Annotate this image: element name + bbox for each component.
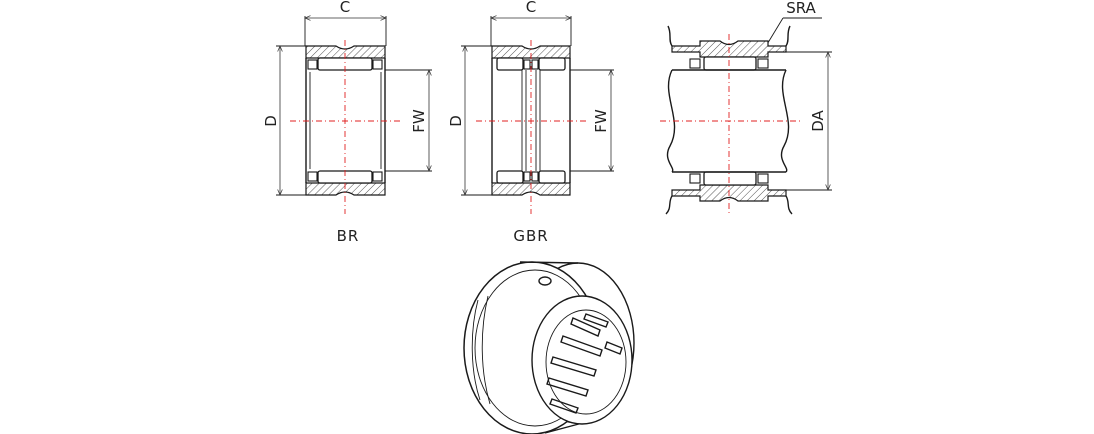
br-fw-label: FW (410, 109, 428, 133)
mounted-assembly-view: SRA DA (660, 0, 832, 215)
needle-rollers (546, 313, 623, 414)
br-d-label: D (262, 115, 280, 127)
gbr-c-label: C (526, 0, 536, 16)
gbr-d-label: D (447, 115, 465, 127)
br-caption: BR (337, 227, 360, 245)
br-section-view: C D FW BR (262, 0, 432, 245)
sra-label: SRA (786, 0, 816, 17)
br-c-label: C (340, 0, 350, 16)
gbr-fw-label: FW (592, 109, 610, 133)
bearing-isometric-illustration (463, 261, 635, 434)
gbr-caption: GBR (513, 227, 548, 245)
gbr-section-view: C D FW GBR (447, 0, 614, 245)
da-label: DA (809, 109, 827, 131)
